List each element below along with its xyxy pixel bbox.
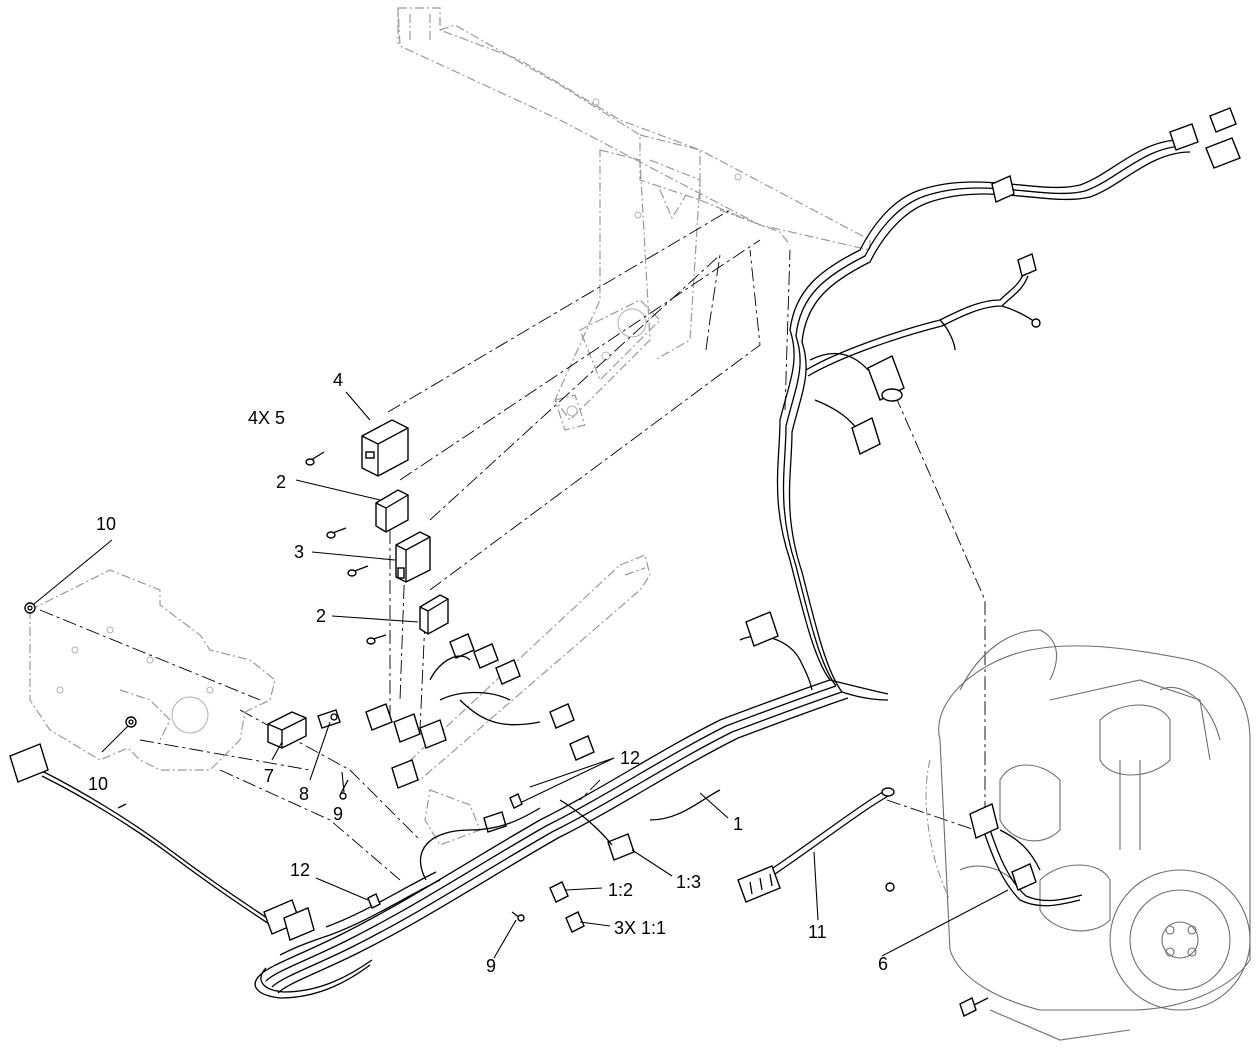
frame-phantom bbox=[397, 7, 871, 431]
screw-9-lower bbox=[511, 911, 525, 922]
callout-1-3: 1:3 bbox=[676, 872, 701, 892]
callout-4x5: 4X 5 bbox=[248, 408, 285, 428]
bolt-middle bbox=[347, 565, 369, 577]
callout-3x1-1: 3X 1:1 bbox=[614, 918, 666, 938]
callout-6: 6 bbox=[878, 954, 888, 974]
callout-7: 7 bbox=[264, 766, 274, 786]
relay-module-4 bbox=[361, 419, 409, 477]
callout-3: 3 bbox=[294, 542, 304, 562]
nut-10-lower bbox=[125, 716, 137, 728]
engine-harness-6 bbox=[885, 803, 1083, 907]
callout-12-right: 12 bbox=[620, 748, 640, 768]
callout-10-lower: 10 bbox=[88, 774, 108, 794]
callout-1-2: 1:2 bbox=[608, 880, 633, 900]
harness-connectors-top bbox=[1017, 107, 1241, 328]
leader-lines bbox=[33, 391, 1009, 959]
callout-labels: 4 4X 5 2 3 2 10 10 7 8 9 12 12 1 1:3 1:2… bbox=[88, 370, 888, 976]
nut-10-upper bbox=[24, 602, 36, 614]
callout-9-lower: 9 bbox=[486, 956, 496, 976]
callout-9-upper: 9 bbox=[333, 804, 343, 824]
callout-10-upper: 10 bbox=[96, 514, 116, 534]
callout-8: 8 bbox=[299, 784, 309, 804]
relay-3 bbox=[395, 531, 431, 583]
callout-2-lower: 2 bbox=[316, 606, 326, 626]
engine-phantom bbox=[925, 629, 1251, 1041]
callout-2-upper: 2 bbox=[276, 472, 286, 492]
module-7 bbox=[267, 711, 307, 749]
callout-12-left: 12 bbox=[290, 860, 310, 880]
bolt-5 bbox=[305, 451, 325, 466]
connector-cluster bbox=[365, 633, 635, 861]
callout-1: 1 bbox=[733, 814, 743, 834]
bolt-upper bbox=[326, 527, 347, 539]
clip-1-1 bbox=[565, 911, 585, 933]
connector-12 bbox=[367, 793, 523, 909]
relay-2-upper bbox=[375, 489, 409, 533]
bolt-engine bbox=[959, 997, 989, 1017]
assembly-lines bbox=[39, 209, 986, 881]
clip-1-2 bbox=[549, 881, 569, 903]
callout-11: 11 bbox=[808, 922, 827, 942]
main-wire-harness bbox=[254, 139, 1191, 999]
ground-cable-11 bbox=[737, 787, 895, 903]
left-sensor-cable bbox=[9, 743, 315, 941]
callout-4: 4 bbox=[333, 370, 343, 390]
mounting-plate-phantom bbox=[29, 569, 276, 771]
terminal-8 bbox=[317, 709, 341, 729]
harness-connectors-mid bbox=[745, 175, 1015, 647]
relay-2-lower bbox=[419, 594, 449, 635]
bolt-lower bbox=[366, 634, 387, 645]
